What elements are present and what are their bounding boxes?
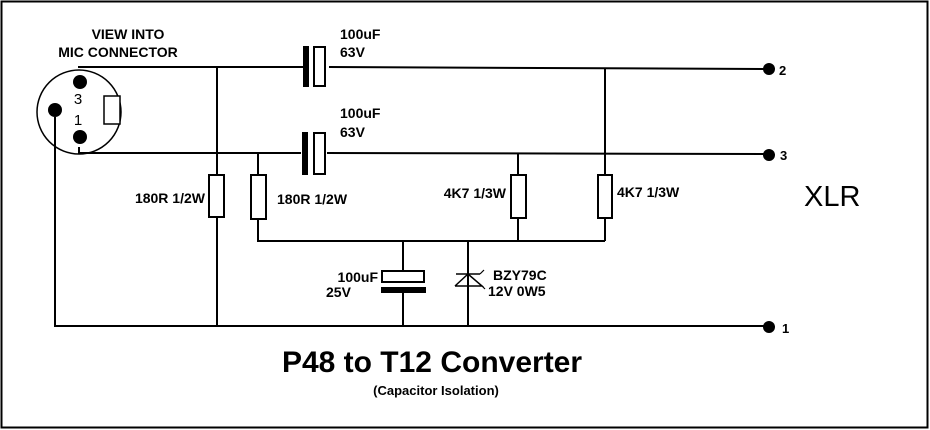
capacitor-positive-plate-icon <box>313 46 326 87</box>
c1-rating: 63V <box>340 44 366 60</box>
xlr-terminals: 2 3 1 <box>763 63 789 336</box>
diagram-subtitle: (Capacitor Isolation) <box>373 383 499 398</box>
resistor-icon <box>597 174 613 219</box>
capacitor-c3: 100uF 25V <box>326 269 426 300</box>
c3-value: 100uF <box>338 269 379 285</box>
capacitor-c1: 100uF 63V <box>303 26 381 87</box>
terminal-pin3-label: 3 <box>780 148 787 163</box>
zener-diode-d1: BZY79C 12V 0W5 <box>454 267 547 299</box>
mic-connector: 3 1 <box>36 69 122 155</box>
wire-pin2 <box>328 66 769 70</box>
resistor-r1: 180R 1/2W <box>135 174 225 218</box>
resistor-icon <box>250 174 267 220</box>
capacitor-negative-plate-icon <box>302 132 308 175</box>
c3-rating: 25V <box>326 284 352 300</box>
connector-label-line1: VIEW INTO <box>92 26 165 42</box>
zener-triangle-icon <box>454 272 485 287</box>
c1-value: 100uF <box>340 26 381 42</box>
resistor-icon <box>510 174 527 219</box>
wires <box>54 66 769 327</box>
resistor-r3: 4K7 1/3W <box>444 174 527 219</box>
c2-value: 100uF <box>340 105 381 121</box>
terminal-pin3-dot <box>763 149 775 161</box>
terminal-pin2-dot <box>763 63 775 75</box>
capacitor-negative-plate-icon <box>381 287 426 293</box>
diagram-title: P48 to T12 Converter <box>282 346 582 379</box>
wire-pin1 <box>54 117 768 327</box>
resistor-r4: 4K7 1/3W <box>597 174 680 219</box>
terminal-pin2-label: 2 <box>779 63 786 78</box>
r2-label: 180R 1/2W <box>277 191 348 207</box>
c2-rating: 63V <box>340 124 366 140</box>
r4-label: 4K7 1/3W <box>617 184 680 200</box>
connector-label-line2: MIC CONNECTOR <box>58 44 178 60</box>
resistor-r2: 180R 1/2W <box>250 174 348 220</box>
d1-part: BZY79C <box>493 267 547 283</box>
capacitor-positive-plate-icon <box>313 132 326 175</box>
capacitor-negative-plate-icon <box>303 46 309 87</box>
r3-label: 4K7 1/3W <box>444 185 507 201</box>
connector-pin-label-1: 1 <box>74 112 82 129</box>
connector-pin1-dot <box>73 130 87 144</box>
connector-pin3-dot <box>73 75 87 89</box>
capacitor-c2: 100uF 63V <box>302 105 381 175</box>
connector-key-icon <box>103 95 121 125</box>
connector-pin-label-3: 3 <box>74 91 82 108</box>
wire-pin3 <box>326 152 769 155</box>
capacitor-positive-plate-icon <box>381 270 425 283</box>
terminal-pin1-dot <box>763 321 775 333</box>
r1-label: 180R 1/2W <box>135 190 206 206</box>
xlr-label: XLR <box>804 181 860 213</box>
resistor-icon <box>208 174 225 218</box>
terminal-pin1-label: 1 <box>782 321 789 336</box>
connector-pin2-dot <box>48 103 62 117</box>
d1-rating: 12V 0W5 <box>488 283 546 299</box>
